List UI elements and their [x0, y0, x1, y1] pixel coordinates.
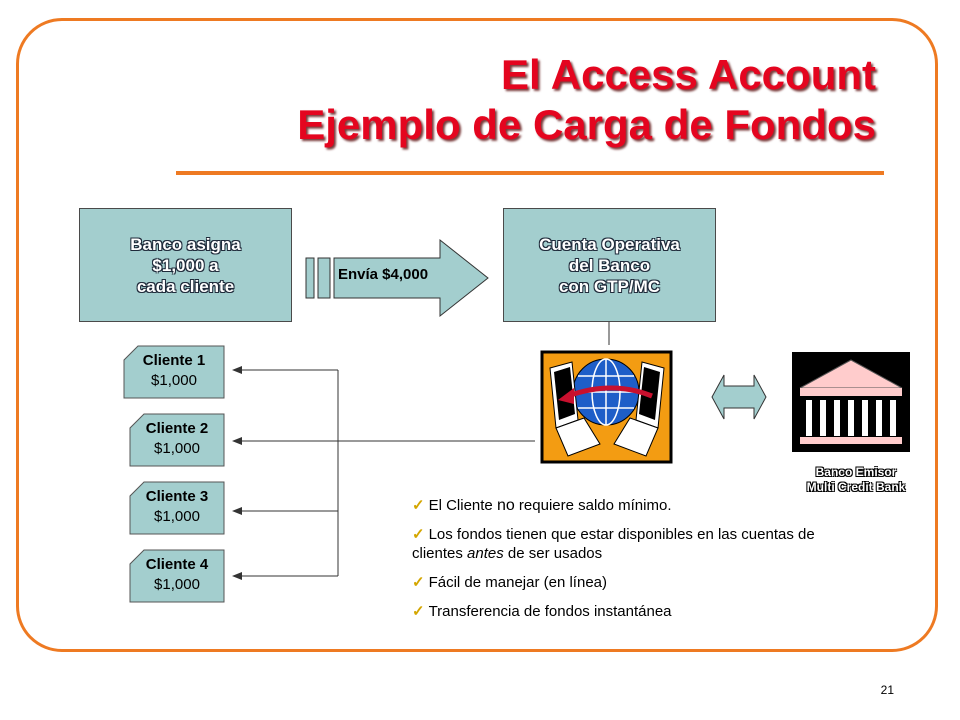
cliente-tag-4: Cliente 4 $1,000	[130, 550, 224, 602]
title-line-1: El Access Account	[500, 51, 876, 98]
bullet-item-1: ✓El Cliente no requiere saldo mínimo.	[412, 497, 672, 514]
cuenta-box-line-3: con GTP/MC	[558, 276, 661, 296]
check-icon: ✓	[412, 497, 425, 514]
page-number: 21	[880, 683, 894, 697]
cliente-1-amount: $1,000	[151, 372, 197, 389]
cliente-1-name: Cliente 1	[142, 352, 206, 369]
feature-bullets: ✓El Cliente no requiere saldo mínimo. ✓L…	[412, 496, 852, 631]
issuer-line-1: Banco Emisor	[815, 465, 897, 479]
slide-title: El Access Account Ejemplo de Carga de Fo…	[297, 50, 876, 150]
bank-box-line-2: $1,000 a	[152, 255, 219, 275]
bank-assigns-box: Banco asigna $1,000 a cada cliente	[79, 208, 292, 322]
cliente-tag-3: Cliente 3 $1,000	[130, 482, 224, 534]
double-arrow-icon	[711, 374, 767, 420]
cliente-4-name: Cliente 4	[145, 556, 209, 573]
title-underline	[176, 171, 884, 175]
cuenta-box-line-1: Cuenta Operativa	[539, 234, 680, 254]
bullet-2-emphasis: antes	[467, 545, 504, 562]
slide-frame	[16, 18, 938, 652]
transfer-arrow	[305, 238, 489, 318]
bullet-item-4: ✓Transferencia de fondos instantánea	[412, 603, 672, 620]
check-icon: ✓	[412, 603, 425, 620]
check-icon: ✓	[412, 526, 425, 543]
bank-building-icon	[792, 352, 910, 452]
cliente-3-name: Cliente 3	[145, 488, 209, 505]
issuer-bank-label: Banco Emisor Multi Credit Bank	[776, 465, 936, 495]
network-transfer-icon	[540, 350, 673, 464]
check-icon: ✓	[412, 574, 425, 591]
cliente-tag-2: Cliente 2 $1,000	[130, 414, 224, 466]
cuenta-box-line-2: del Banco	[568, 255, 651, 275]
operating-account-box: Cuenta Operativa del Banco con GTP/MC	[503, 208, 716, 322]
bullet-item-3: ✓Fácil de manejar (en línea)	[412, 574, 607, 591]
cliente-tag-shapes	[123, 345, 225, 603]
cliente-3-amount: $1,000	[154, 508, 200, 525]
transfer-amount-label: Envía $4,000	[338, 266, 429, 283]
cliente-tag-1: Cliente 1 $1,000	[127, 346, 221, 398]
title-line-2: Ejemplo de Carga de Fondos	[297, 101, 876, 148]
bank-box-line-1: Banco asigna	[130, 234, 241, 254]
bullet-1-emphasis: no	[496, 497, 515, 514]
cliente-2-name: Cliente 2	[145, 420, 209, 437]
cliente-4-amount: $1,000	[154, 576, 200, 593]
bank-box-line-3: cada cliente	[136, 276, 235, 296]
cliente-2-amount: $1,000	[154, 440, 200, 457]
issuer-line-2: Multi Credit Bank	[806, 480, 906, 494]
bullet-item-2: ✓Los fondos tienen que estar disponibles…	[412, 526, 815, 562]
